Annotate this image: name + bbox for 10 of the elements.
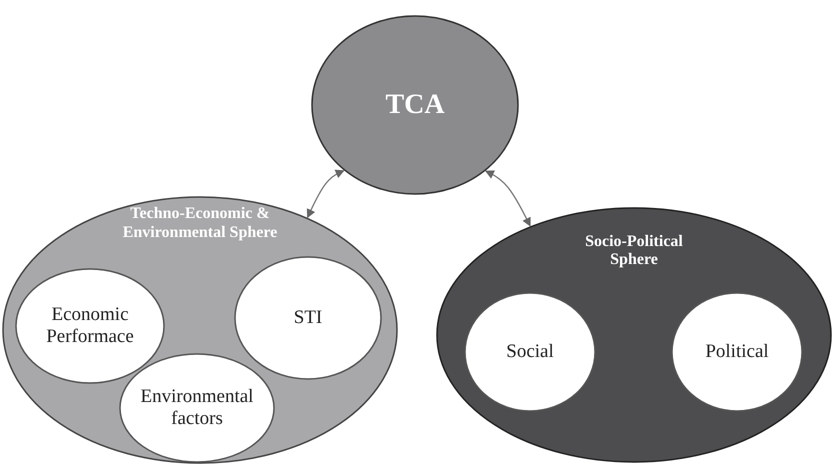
node-heading: Socio-Political Sphere: [584, 232, 684, 270]
node-label: STI: [292, 307, 324, 329]
double-arrow: [306, 170, 345, 218]
node-label: Environmental factors: [140, 386, 254, 430]
node-heading: Techno-Economic & Environmental Sphere: [122, 205, 278, 242]
node-label: Social: [505, 341, 555, 363]
node-label: Political: [704, 341, 770, 363]
node-label: Economic Performace: [45, 304, 135, 348]
double-arrow: [484, 170, 531, 227]
node-heading: TCA: [384, 88, 446, 122]
